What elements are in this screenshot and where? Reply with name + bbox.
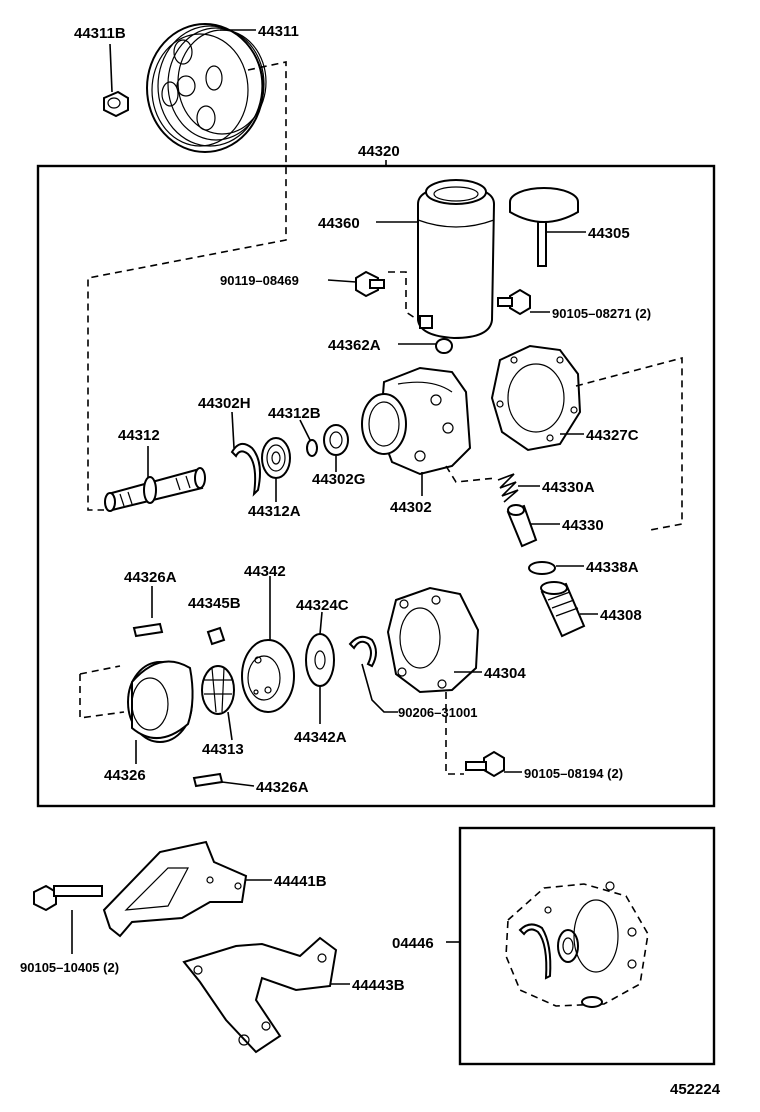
label-44362A: 44362A	[328, 337, 381, 354]
bolt-90105-10405	[33, 884, 103, 912]
kit-04446-frame	[458, 826, 716, 1066]
label-44326A-bottom: 44326A	[256, 779, 309, 796]
bracket-44443B	[182, 936, 338, 1054]
housing-44302	[361, 366, 472, 476]
pulley-44311	[146, 23, 267, 153]
label-44326A-top: 44326A	[124, 569, 177, 586]
nut-44311B	[103, 90, 129, 118]
label-44320: 44320	[358, 143, 400, 160]
label-04446: 04446	[392, 935, 434, 952]
gasket-kit-04446	[505, 881, 649, 1008]
pin-44326A-bottom	[192, 772, 224, 788]
label-44327C: 44327C	[586, 427, 639, 444]
label-44304: 44304	[484, 665, 526, 682]
cap-44305	[509, 187, 579, 267]
label-44330A: 44330A	[542, 479, 595, 496]
label-44302G: 44302G	[312, 471, 365, 488]
label-44441B: 44441B	[274, 873, 327, 890]
label-90105-08271: 90105–08271 (2)	[552, 306, 651, 321]
bracket-44441B	[102, 840, 248, 938]
label-90105-10405: 90105–10405 (2)	[20, 960, 119, 975]
label-44345B: 44345B	[188, 595, 241, 612]
assembly-44320-frame	[36, 164, 716, 808]
label-44302: 44302	[390, 499, 432, 516]
label-44443B: 44443B	[352, 977, 405, 994]
label-44330: 44330	[562, 517, 604, 534]
cam-ring-44326	[127, 660, 194, 743]
label-44313: 44313	[202, 741, 244, 758]
label-44342A: 44342A	[294, 729, 347, 746]
washer-44324C	[305, 633, 335, 687]
cover-44304	[386, 586, 480, 694]
label-44338A: 44338A	[586, 559, 639, 576]
rotor-44313	[201, 665, 235, 715]
reservoir-44360	[417, 179, 496, 340]
label-44308: 44308	[600, 607, 642, 624]
label-44305: 44305	[588, 225, 630, 242]
gasket-44327C	[490, 344, 582, 452]
label-44311B: 44311B	[74, 25, 126, 42]
label-90119-08469: 90119–08469	[220, 273, 299, 288]
o-ring-44362A	[435, 338, 453, 354]
snap-ring-90206	[348, 635, 377, 668]
label-44311: 44311	[258, 23, 299, 40]
spring-44330A	[497, 473, 519, 503]
shaft-44312	[104, 467, 206, 512]
label-44302H: 44302H	[198, 395, 251, 412]
label-44312: 44312	[118, 427, 160, 444]
bearing-44312A	[261, 437, 291, 479]
label-90206-31001: 90206–31001	[398, 705, 478, 720]
label-44326: 44326	[104, 767, 146, 784]
washer-44312B	[306, 439, 318, 457]
label-44360: 44360	[318, 215, 360, 232]
snap-ring-44302H	[230, 442, 261, 497]
label-90105-08194: 90105–08194 (2)	[524, 766, 623, 781]
label-44324C: 44324C	[296, 597, 349, 614]
seal-44302G	[323, 424, 349, 456]
plate-44342	[241, 639, 295, 713]
bolt-90105-08271	[497, 288, 531, 316]
bolt-90119	[355, 270, 385, 298]
pin-44326A-top	[132, 622, 164, 638]
figure-number: 452224	[670, 1081, 721, 1098]
o-ring-44338A	[528, 561, 556, 575]
fitting-44308	[540, 581, 586, 638]
vane-44345B	[206, 626, 226, 646]
label-44312A: 44312A	[248, 503, 301, 520]
label-44342: 44342	[244, 563, 286, 580]
valve-44330	[506, 504, 538, 548]
label-44312B: 44312B	[268, 405, 321, 422]
bolt-90105-08194	[465, 750, 505, 778]
